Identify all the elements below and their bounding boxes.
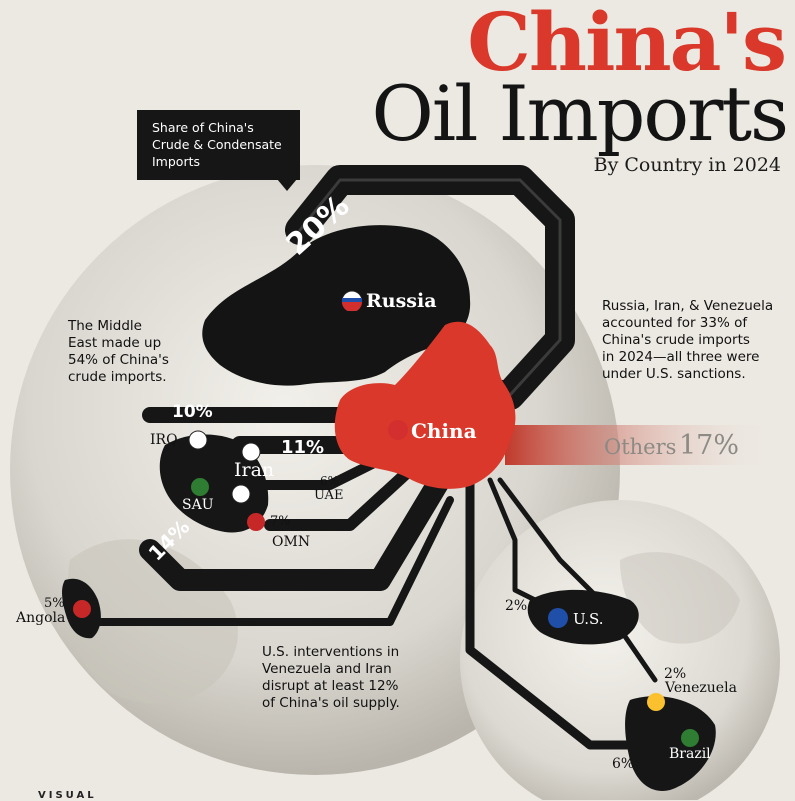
note-line: East made up (68, 335, 162, 351)
others-bar (505, 425, 775, 465)
america-land (620, 552, 740, 644)
russia-label: Russia (366, 290, 437, 312)
south-america-shape (625, 696, 716, 791)
venezuela-flag-icon (647, 693, 665, 711)
china-flag-icon (388, 420, 408, 440)
iraq-share: 10% (172, 402, 213, 422)
note-sanctions: Russia, Iran, & Venezuela accounted for … (602, 298, 773, 383)
legend-box: Share of China's Crude & Condensate Impo… (137, 110, 300, 180)
uae-flag-icon (231, 484, 251, 504)
saudi-label: SAU (182, 497, 214, 513)
oman-flag-icon (247, 513, 265, 531)
usa-share: 2% (505, 598, 528, 614)
uae-share: 6% (320, 474, 340, 488)
note-line: disrupt at least 12% (262, 678, 399, 694)
venezuela-label: Venezuela (665, 680, 737, 696)
note-line: crude imports. (68, 369, 167, 385)
brazil-label: Brazil (669, 746, 711, 762)
note-line: of China's oil supply. (262, 695, 400, 711)
middle-east-shape (159, 434, 269, 533)
note-line: The Middle (68, 318, 142, 334)
iran-share: 11% (281, 437, 325, 458)
uae-label: UAE (314, 488, 344, 503)
usa-flag-icon (548, 608, 568, 628)
brand-footer: VISUAL (38, 790, 97, 801)
brazil-flag-icon (681, 729, 699, 747)
title-line-1: China's (467, 0, 787, 89)
others-share: 17% (679, 430, 740, 461)
note-line: U.S. interventions in (262, 644, 400, 660)
note-line: Russia, Iran, & Venezuela (602, 298, 774, 314)
angola-share: 5% (44, 596, 65, 611)
note-line: accounted for 33% of (602, 315, 748, 331)
oman-label: OMN (272, 534, 311, 550)
flags (73, 290, 699, 747)
note-line: under U.S. sanctions. (602, 366, 746, 382)
iran-label: Iran (234, 459, 275, 481)
legend-pointer (277, 179, 297, 191)
brazil-share: 6% (612, 756, 635, 772)
note-interventions: U.S. interventions in Venezuela and Iran… (262, 644, 400, 712)
note-line: 54% of China's (68, 352, 169, 368)
china-label: China (411, 419, 477, 443)
china-shape (334, 321, 516, 489)
usa-label: U.S. (573, 610, 604, 628)
angola-flag-icon (73, 600, 91, 618)
saudi-flag-icon (191, 478, 209, 496)
legend-line-2: Crude & Condensate (152, 137, 282, 152)
others-label: Others (604, 435, 677, 459)
legend-line-3: Imports (152, 154, 200, 169)
iran-flag-icon (241, 442, 261, 462)
angola-label: Angola (16, 610, 66, 626)
note-line: China's crude imports (602, 332, 750, 348)
subtitle: By Country in 2024 (593, 154, 781, 176)
note-line: Venezuela and Iran (262, 661, 392, 677)
russia-shape (202, 225, 471, 386)
note-line: in 2024—all three were (602, 349, 760, 365)
note-middle-east: The Middle East made up 54% of China's c… (68, 318, 169, 386)
legend-line-1: Share of China's (152, 120, 254, 135)
usa-shape (527, 589, 639, 645)
venezuela-share: 2% (664, 666, 687, 682)
iraq-flag-icon (188, 430, 208, 450)
iraq-label: IRQ (150, 432, 178, 448)
title-line-2: Oil Imports (371, 69, 789, 158)
oman-share: 7% (270, 514, 291, 529)
